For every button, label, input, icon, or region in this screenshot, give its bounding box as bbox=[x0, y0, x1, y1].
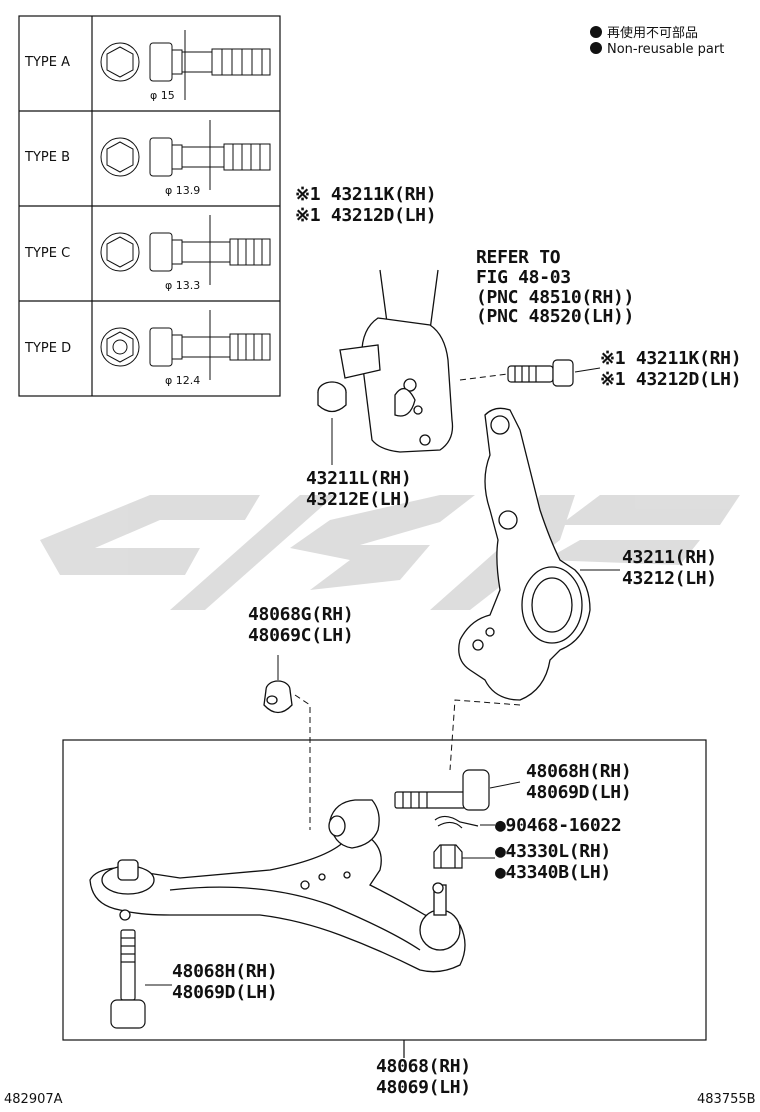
nut-rh: ●43330L(RH) bbox=[495, 841, 611, 862]
type-a-label: TYPE A bbox=[25, 55, 70, 70]
type-d-label: TYPE D bbox=[25, 341, 72, 356]
bolt-top-lh: ※1 43212D(LH) bbox=[295, 205, 437, 226]
side-bolt-drawing bbox=[507, 359, 574, 387]
knuckle-drawing bbox=[458, 407, 591, 701]
bushing-lh: 48069C(LH) bbox=[248, 625, 354, 646]
bushing-drawing bbox=[263, 680, 293, 714]
front-bolt-lh: 48069D(LH) bbox=[526, 782, 632, 803]
washer-drawing bbox=[317, 381, 347, 413]
strut-drawing bbox=[339, 269, 454, 453]
type-c-diameter: φ 13.3 bbox=[165, 279, 201, 292]
cotter-pin-drawing bbox=[434, 815, 479, 829]
arm-lh: 48069(LH) bbox=[376, 1077, 471, 1098]
legend-jp: 再使用不可部品 bbox=[590, 22, 698, 41]
refer-line-3: (PNC 48510(RH)) bbox=[476, 287, 635, 308]
type-b-diameter: φ 13.9 bbox=[165, 184, 201, 197]
knuckle-rh: 43211(RH) bbox=[622, 547, 717, 568]
type-c-label: TYPE C bbox=[25, 246, 71, 261]
rear-bolt-rh: 48068H(RH) bbox=[172, 961, 278, 982]
washer-lh: 43212E(LH) bbox=[306, 489, 412, 510]
arm-frame bbox=[62, 739, 707, 1041]
footer-right-code: 483755B bbox=[697, 1092, 756, 1107]
non-reusable-dot-icon bbox=[590, 26, 602, 38]
footer-left-code: 482907A bbox=[4, 1092, 63, 1107]
bushing-rh: 48068G(RH) bbox=[248, 604, 354, 625]
type-d-diameter: φ 12.4 bbox=[165, 374, 201, 387]
refer-line-2: FIG 48-03 bbox=[476, 267, 571, 288]
legend-en: Non-reusable part bbox=[590, 42, 724, 57]
non-reusable-dot-icon bbox=[590, 42, 602, 54]
type-a-diameter: φ 15 bbox=[150, 89, 175, 102]
refer-line-1: REFER TO bbox=[476, 247, 561, 268]
refer-line-4: (PNC 48520(LH)) bbox=[476, 306, 635, 327]
type-b-label: TYPE B bbox=[25, 150, 70, 165]
knuckle-lh: 43212(LH) bbox=[622, 568, 717, 589]
nut-lh: ●43340B(LH) bbox=[495, 862, 611, 883]
bolt-top-rh: ※1 43211K(RH) bbox=[295, 184, 437, 205]
bolt-side-lh: ※1 43212D(LH) bbox=[600, 369, 742, 390]
rear-bolt-drawing bbox=[110, 929, 146, 1029]
castle-nut-drawing bbox=[433, 844, 463, 869]
type-table bbox=[18, 15, 281, 397]
lower-arm-drawing bbox=[89, 799, 466, 973]
front-bolt-rh: 48068H(RH) bbox=[526, 761, 632, 782]
front-bolt-drawing bbox=[394, 769, 490, 811]
cotter-pin-label: ●90468-16022 bbox=[495, 815, 622, 836]
type-bolt-icons bbox=[100, 30, 271, 380]
bolt-side-rh: ※1 43211K(RH) bbox=[600, 348, 742, 369]
washer-rh: 43211L(RH) bbox=[306, 468, 412, 489]
arm-rh: 48068(RH) bbox=[376, 1056, 471, 1077]
rear-bolt-lh: 48069D(LH) bbox=[172, 982, 278, 1003]
